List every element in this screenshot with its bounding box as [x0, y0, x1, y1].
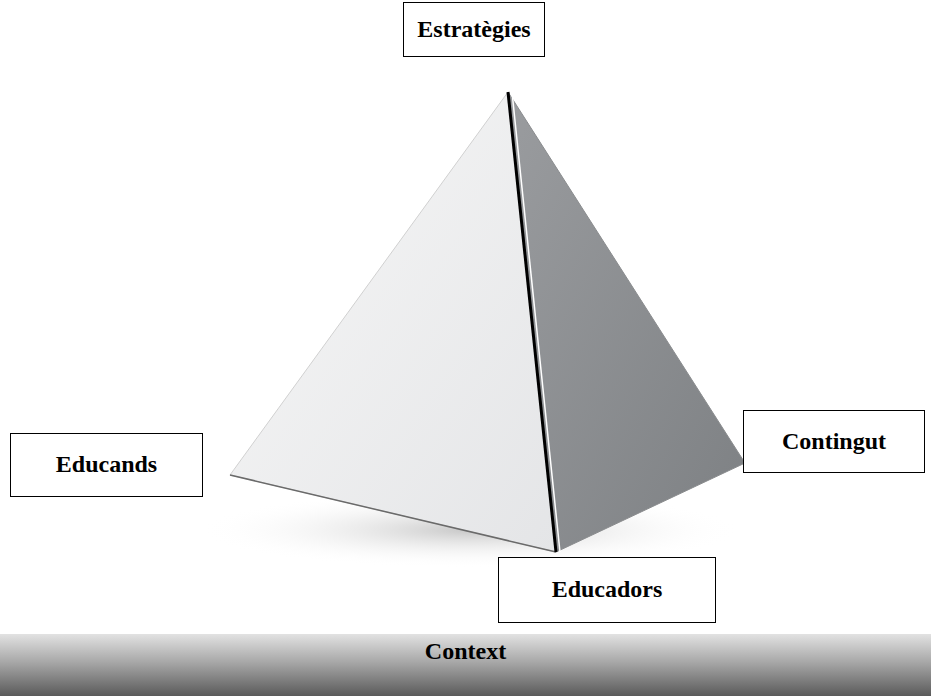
pyramid-right-face	[508, 92, 745, 552]
vertex-label-box: Educadors	[498, 557, 716, 623]
pyramid-edge-highlight	[512, 92, 560, 552]
label-text: Educands	[56, 451, 157, 479]
pyramid-base-edge	[230, 475, 556, 552]
pyramid-front-edge	[508, 92, 556, 552]
label-text: Estratègies	[417, 16, 530, 44]
label-text: Contingut	[782, 428, 886, 456]
label-text: Educadors	[552, 576, 663, 604]
vertex-label-box: Educands	[10, 433, 203, 497]
pyramid-left-face	[230, 92, 556, 552]
label-text: Context	[425, 638, 506, 666]
vertex-label-box: Contingut	[743, 410, 925, 473]
context-band: Context	[0, 634, 931, 696]
vertex-label-box: Estratègies	[403, 2, 545, 57]
